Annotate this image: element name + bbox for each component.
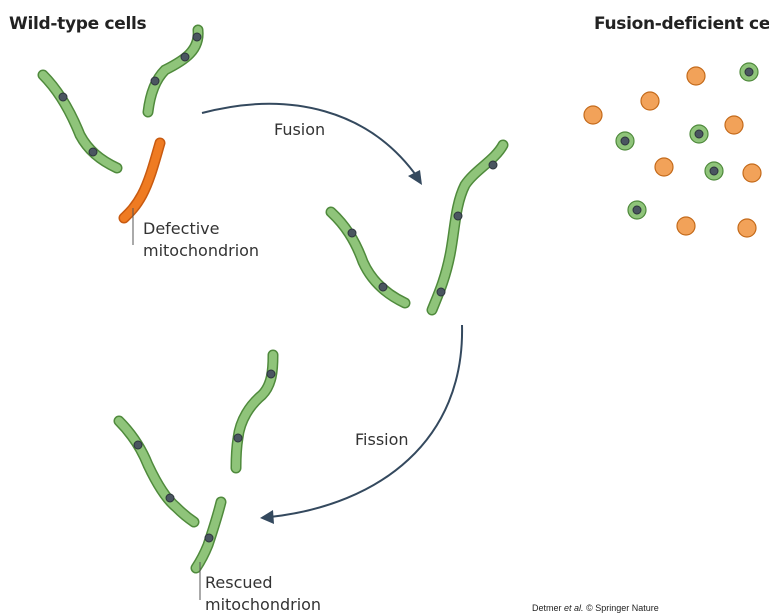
nucleoid xyxy=(165,493,175,503)
image-credit: Detmer et al. © Springer Nature xyxy=(532,603,659,613)
orange-sphere xyxy=(583,105,603,125)
mitochondrion-defective xyxy=(118,137,166,224)
mitochondrion-middle-long xyxy=(426,139,509,316)
wild-type-title: Wild-type cells xyxy=(9,14,147,34)
nucleoid xyxy=(266,369,276,379)
fusion-deficient-title: Fusion-deficient cells xyxy=(594,14,769,34)
nucleoid xyxy=(233,433,243,443)
nucleoid xyxy=(436,287,446,297)
orange-sphere xyxy=(737,218,757,238)
orange-sphere xyxy=(640,91,660,111)
nucleoid xyxy=(204,533,214,543)
nucleoid xyxy=(150,76,160,86)
nucleoid xyxy=(378,282,388,292)
green-sphere xyxy=(615,131,635,151)
nucleoid xyxy=(488,160,498,170)
fission-arrow xyxy=(260,324,464,524)
nucleoid xyxy=(347,228,357,238)
mitochondrion-rescued xyxy=(190,496,227,574)
credit-authors: Detmer xyxy=(532,603,562,613)
green-sphere xyxy=(689,124,709,144)
fission-label: Fission xyxy=(355,430,409,449)
nucleoid xyxy=(88,147,98,157)
orange-sphere xyxy=(686,66,706,86)
green-sphere xyxy=(704,161,724,181)
green-sphere xyxy=(739,62,759,82)
mitochondrion-bottom-right xyxy=(230,349,279,474)
rescued-label-line1: Rescued xyxy=(205,573,273,592)
nucleoid xyxy=(192,32,202,42)
nucleoid xyxy=(453,211,463,221)
orange-sphere xyxy=(654,157,674,177)
mitochondrion-top-center xyxy=(142,24,204,118)
mitochondrion-middle-left xyxy=(325,206,411,309)
rescued-label-line2: mitochondrion xyxy=(205,595,322,614)
credit-publisher: © Springer Nature xyxy=(586,603,659,613)
credit-etal: et al. xyxy=(564,603,584,613)
defective-label: Defective mitochondrion xyxy=(143,218,259,262)
fusion-label: Fusion xyxy=(274,120,326,139)
mitochondrion-bottom-left xyxy=(113,415,200,528)
rescued-label: Rescued mitochondrion xyxy=(205,572,321,616)
orange-sphere xyxy=(676,216,696,236)
green-sphere xyxy=(627,200,647,220)
nucleoid xyxy=(58,92,68,102)
defective-label-line2: mitochondrion xyxy=(143,241,260,260)
fragmented-mitochondria xyxy=(583,62,762,238)
nucleoid xyxy=(133,440,143,450)
orange-sphere xyxy=(724,115,744,135)
orange-sphere xyxy=(742,163,762,183)
nucleoid xyxy=(180,52,190,62)
fusion-arrow xyxy=(201,102,422,185)
mitochondrion-top-left xyxy=(37,69,123,174)
defective-label-line1: Defective xyxy=(143,219,220,238)
